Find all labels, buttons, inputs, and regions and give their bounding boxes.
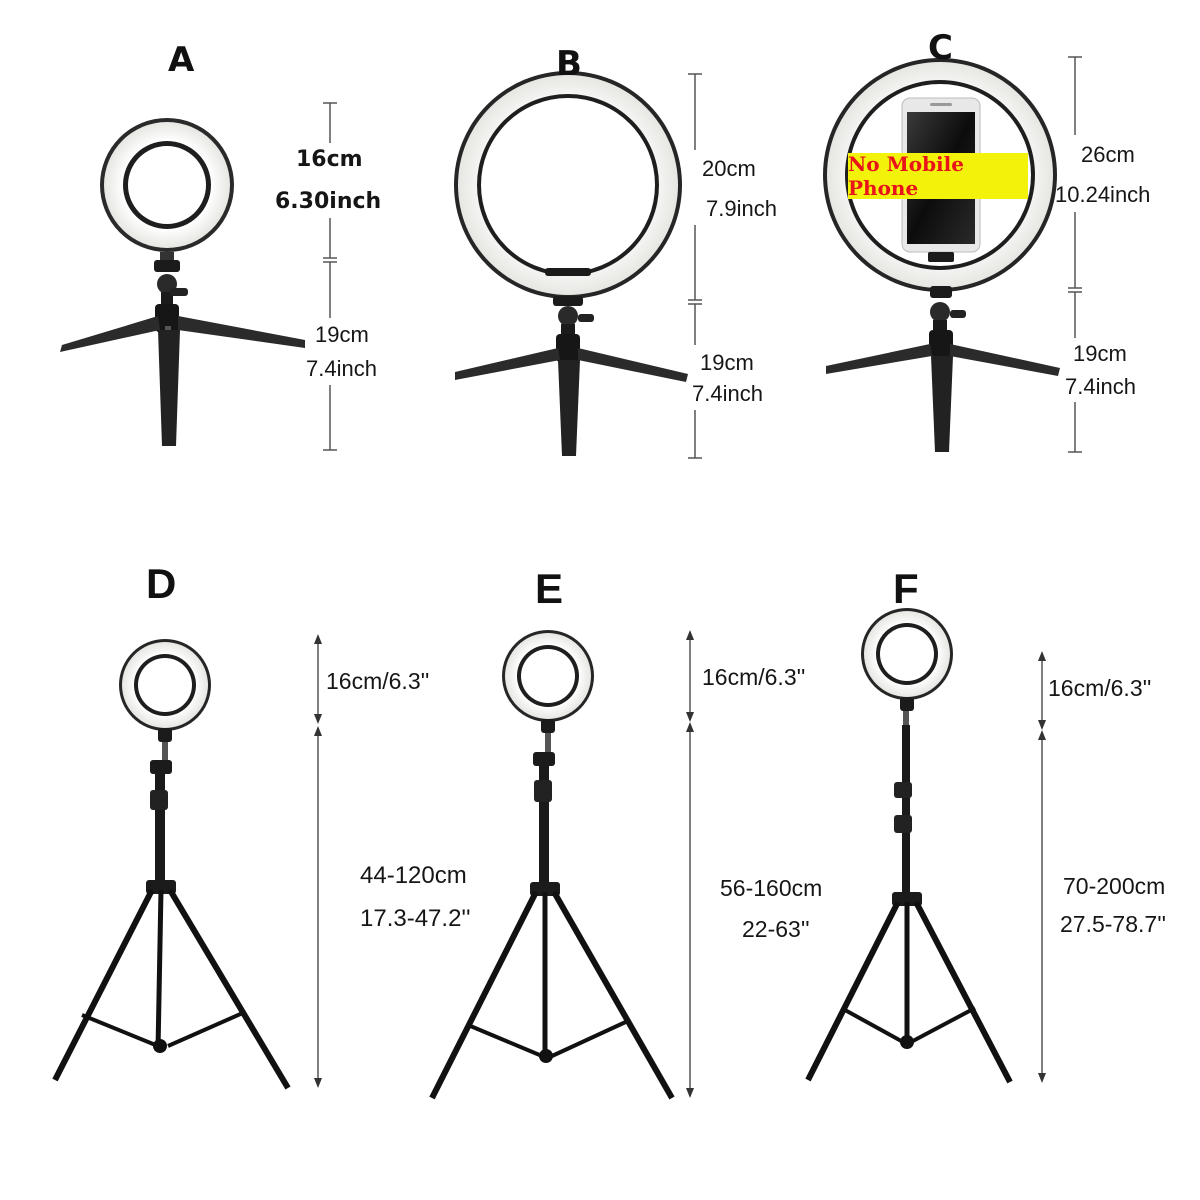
product-d-stand-size-inch: 17.3-47.2'' <box>360 905 471 932</box>
product-d-stand-size: 44-120cm <box>360 862 467 889</box>
product-c-stand-size-inch: 7.4inch <box>1065 374 1136 399</box>
product-f-ring-size: 16cm/6.3'' <box>1048 675 1152 701</box>
product-d-ring-size: 16cm/6.3'' <box>326 668 430 694</box>
dimension-arrowheads <box>314 630 1046 1098</box>
product-e-stand-size: 56-160cm <box>720 875 823 901</box>
product-a-ring-size-inch: 6.30inch <box>275 189 382 214</box>
dimension-lines <box>317 56 1082 1095</box>
product-e-illustration <box>429 630 675 1100</box>
product-a-ring-size: 16cm <box>296 147 363 172</box>
product-b-letter: B <box>556 44 582 84</box>
product-e-ring-size: 16cm/6.3'' <box>702 664 806 690</box>
product-c-stand-size: 19cm <box>1073 341 1127 366</box>
product-a-stand-size: 19cm <box>315 322 369 347</box>
product-d-illustration <box>52 639 291 1090</box>
product-a-letter: A <box>168 40 195 80</box>
product-e-letter: E <box>535 565 564 612</box>
product-b-ring-size: 20cm <box>702 156 756 181</box>
product-c-ring-size: 26cm <box>1081 142 1135 167</box>
product-c-letter: C <box>928 28 953 68</box>
product-f-stand-size: 70-200cm <box>1063 873 1166 899</box>
product-f-stand-size-inch: 27.5-78.7'' <box>1060 911 1166 937</box>
product-c-ring-size-inch: 10.24inch <box>1055 182 1151 207</box>
product-b-stand-size: 19cm <box>700 350 754 375</box>
no-mobile-phone-badge: No Mobile Phone <box>848 152 1028 200</box>
product-f-letter: F <box>893 565 919 612</box>
product-b-stand-size-inch: 7.4inch <box>692 381 763 406</box>
product-d-letter: D <box>146 560 177 607</box>
product-a-stand-size-inch: 7.4inch <box>306 356 377 381</box>
product-a-illustration <box>60 118 305 446</box>
product-c-illustration <box>823 58 1060 452</box>
product-b-ring-size-inch: 7.9inch <box>706 196 777 221</box>
product-b-illustration <box>454 71 688 456</box>
product-f-illustration <box>805 608 1013 1084</box>
product-e-stand-size-inch: 22-63'' <box>742 916 810 942</box>
